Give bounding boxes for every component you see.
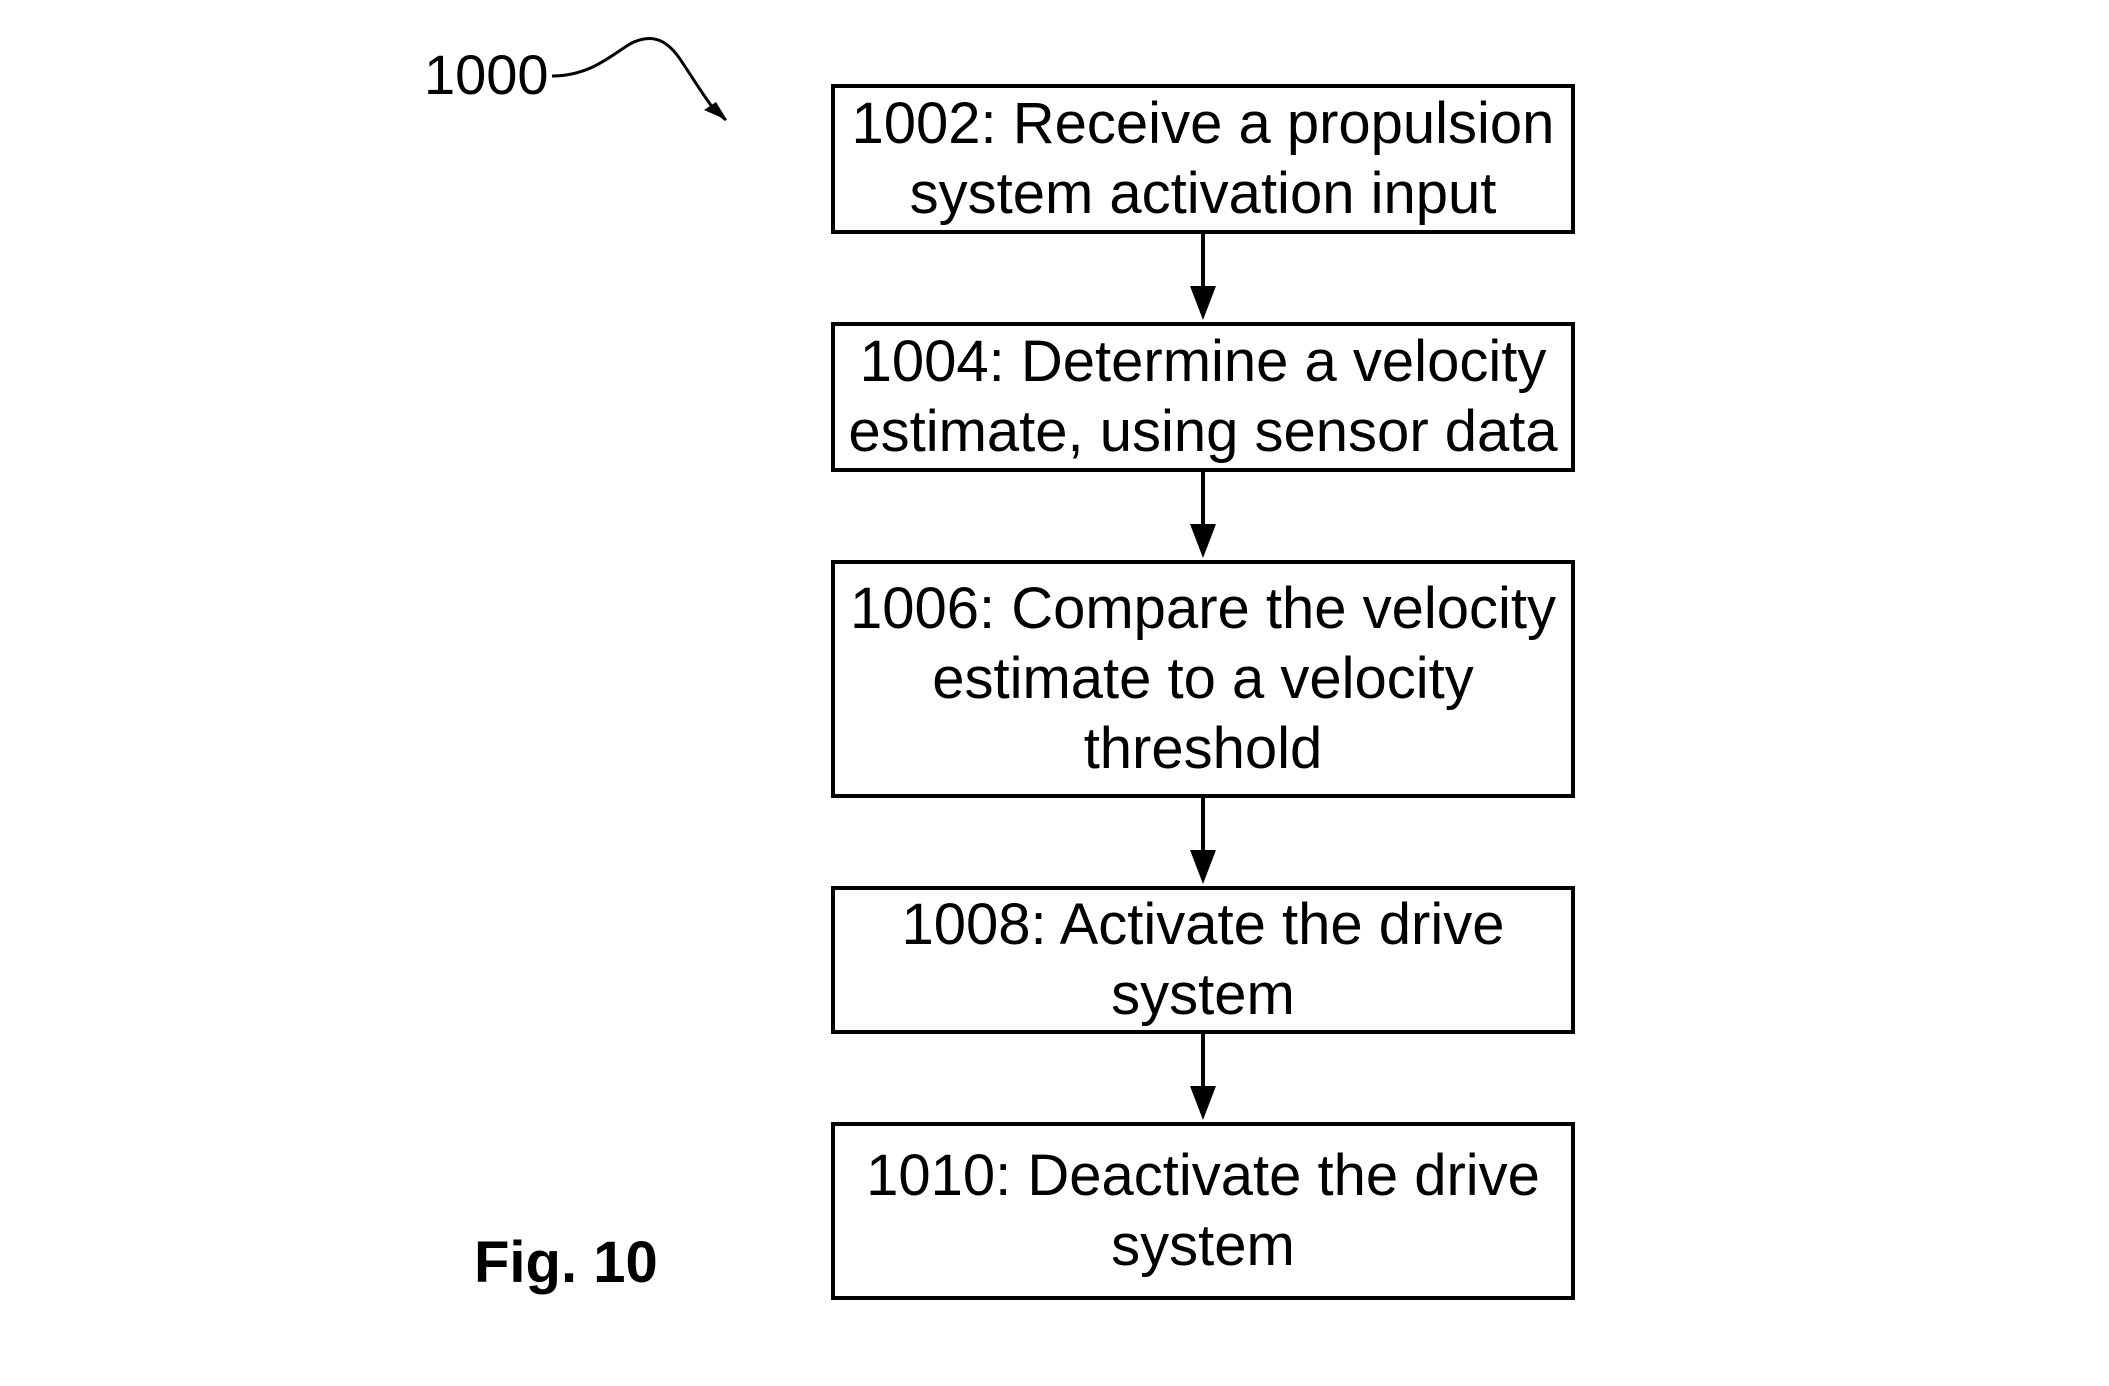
step-box-1008: 1008: Activate the drive system [831,886,1575,1034]
connector-arrow-1008-1010 [1190,1034,1216,1120]
step-text-1008: 1008: Activate the drive system [901,892,1505,1027]
connector-arrow-1004-1006 [1190,472,1216,558]
connector-arrow-1002-1004 [1190,234,1216,320]
connector-arrow-1006-1008 [1190,798,1216,884]
step-box-1010: 1010: Deactivate the drive system [831,1122,1575,1300]
step-text-1004: 1004: Determine a velocity estimate, usi… [848,329,1558,464]
reference-leader-curve [551,36,718,113]
step-box-1002: 1002: Receive a propulsion system activa… [831,84,1575,234]
step-box-1004: 1004: Determine a velocity estimate, usi… [831,322,1575,472]
figure-label: Fig. 10 [474,1230,658,1295]
step-text-1010: 1010: Deactivate the drive system [866,1143,1540,1278]
step-text-1006: 1006: Compare the velocity estimate to a… [849,576,1557,781]
step-box-1006: 1006: Compare the velocity estimate to a… [831,560,1575,798]
reference-numeral: 1000 [424,43,549,106]
step-text-1002: 1002: Receive a propulsion system activa… [851,91,1555,226]
